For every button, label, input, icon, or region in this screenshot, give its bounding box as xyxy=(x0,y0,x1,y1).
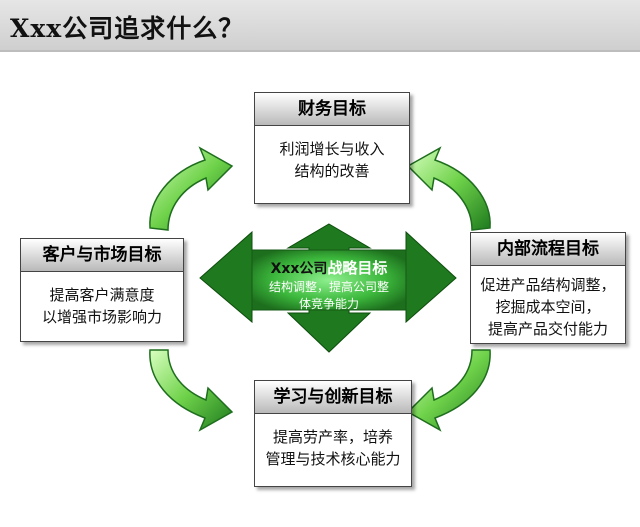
strategic-goal-prefix: Xxx公司 xyxy=(270,261,328,277)
learning-goal-line: 提高劳产率，培养 xyxy=(272,428,393,446)
internal-goal-card: 内部流程目标 促进产品结构调整， 挖掘成本空间， 提高产品交付能力 xyxy=(470,232,626,344)
learning-goal-title: 学习与创新目标 xyxy=(255,381,411,414)
curve-arrow-finance-to-internal xyxy=(406,146,491,231)
finance-goal-line: 结构的改善 xyxy=(294,162,370,180)
internal-goal-line: 挖掘成本空间， xyxy=(495,298,601,316)
internal-goal-text: 促进产品结构调整， 挖掘成本空间， 提高产品交付能力 xyxy=(471,266,625,340)
learning-goal-card: 学习与创新目标 提高劳产率，培养 管理与技术核心能力 xyxy=(254,380,412,487)
customer-goal-card: 客户与市场目标 提高客户满意度 以增强市场影响力 xyxy=(20,238,184,342)
curve-arrow-learning-to-customer xyxy=(149,349,234,432)
curve-arrow-internal-to-learning xyxy=(406,349,491,432)
internal-goal-line: 提高产品交付能力 xyxy=(487,320,608,338)
finance-goal-card: 财务目标 利润增长与收入 结构的改善 xyxy=(254,92,410,204)
learning-goal-line: 管理与技术核心能力 xyxy=(265,450,401,468)
customer-goal-text: 提高客户满意度 以增强市场影响力 xyxy=(21,272,183,328)
center-cross-arrow xyxy=(199,223,457,353)
finance-goal-line: 利润增长与收入 xyxy=(279,140,385,158)
customer-goal-line: 提高客户满意度 xyxy=(49,286,155,304)
strategic-goal-desc-line2: 体竞争能力 xyxy=(298,297,359,311)
strategic-goal-main: 战略目标 xyxy=(327,259,388,277)
internal-goal-title: 内部流程目标 xyxy=(471,233,625,266)
internal-goal-line: 促进产品结构调整， xyxy=(480,276,616,294)
title-bar: Xxx公司追求什么？ xyxy=(0,0,640,52)
page-title: Xxx公司追求什么？ xyxy=(10,14,245,43)
curve-arrow-customer-to-finance xyxy=(149,146,234,231)
learning-goal-text: 提高劳产率，培养 管理与技术核心能力 xyxy=(255,414,411,470)
strategic-goal-desc-line1: 结构调整，提高公司整 xyxy=(268,280,389,294)
customer-goal-line: 以增强市场影响力 xyxy=(41,308,162,326)
finance-goal-text: 利润增长与收入 结构的改善 xyxy=(255,126,409,182)
strategic-goal-label: Xxx公司战略目标 结构调整，提高公司整 体竞争能力 xyxy=(252,258,406,313)
strategic-goal-heading: Xxx公司战略目标 xyxy=(252,258,406,279)
finance-goal-title: 财务目标 xyxy=(255,93,409,126)
customer-goal-title: 客户与市场目标 xyxy=(21,239,183,272)
